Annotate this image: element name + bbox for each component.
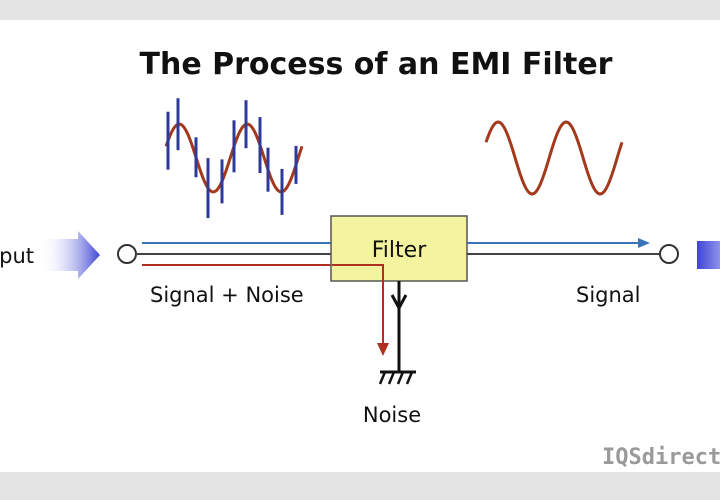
noise-spikes <box>166 98 298 219</box>
noise-path-arrowhead <box>377 343 389 356</box>
filter-label: Filter <box>372 238 427 263</box>
brand-watermark: IQSdirectory <box>602 445 720 470</box>
ground-icon <box>378 281 416 385</box>
noisy-signal-waveform <box>164 98 304 219</box>
diagram-canvas: The Process of an EMI Filter Input Filte… <box>0 20 720 472</box>
input-arrow-icon <box>40 231 100 279</box>
signal-noise-label: Signal + Noise <box>150 283 304 307</box>
filter-box <box>330 215 468 282</box>
input-terminal <box>117 244 137 264</box>
diagram-title: The Process of an EMI Filter <box>140 47 613 82</box>
emi-filter-diagram: The Process of an EMI Filter Input Filte… <box>0 47 720 470</box>
output-arrow-icon <box>697 241 720 269</box>
signal-line-out-arrowhead <box>638 238 650 248</box>
input-label: Input <box>0 244 34 268</box>
noise-label: Noise <box>363 403 421 427</box>
output-terminal <box>659 244 679 264</box>
noise-path <box>332 264 384 350</box>
clean-sine-curve <box>484 120 624 196</box>
signal-output-label: Signal <box>576 283 641 307</box>
